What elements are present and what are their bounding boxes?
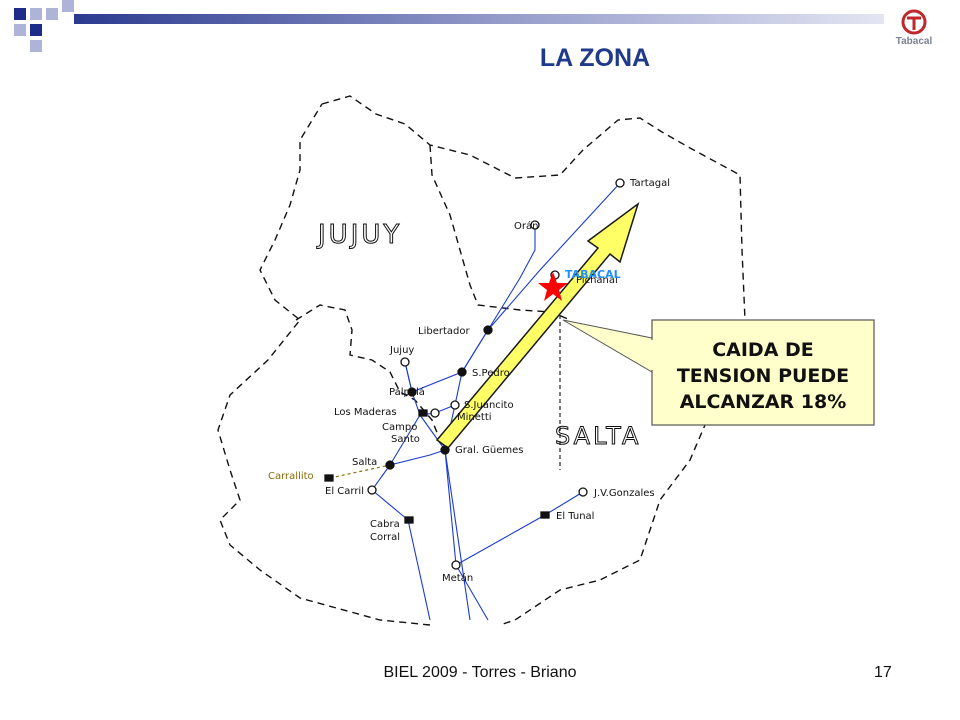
node-tartagal xyxy=(615,178,625,188)
slide-number: 17 xyxy=(874,664,892,681)
jujuy-salta-border xyxy=(295,144,571,441)
line-salta-south xyxy=(371,449,446,621)
tabacal-star-icon xyxy=(538,272,568,301)
town-label-palpala: Palpalá xyxy=(389,386,425,398)
province-borders xyxy=(217,95,746,626)
town-label-santo: Santo xyxy=(391,434,420,445)
callout-line-1: CAIDA DE xyxy=(712,339,814,361)
node-losmaderas xyxy=(418,409,428,417)
slide-footer: BIEL 2009 - Torres - Briano xyxy=(383,664,577,681)
node-salta xyxy=(385,460,395,470)
node-minetti xyxy=(430,408,440,418)
town-label-jvgonzales: J.V.Gonzales xyxy=(593,488,655,499)
node-elcarril xyxy=(367,485,377,495)
voltage-drop-callout: CAIDA DE TENSION PUEDE ALCANZAR 18% xyxy=(562,319,875,426)
corner-decoration xyxy=(14,0,884,52)
node-jujuy xyxy=(400,357,410,367)
node-oran xyxy=(530,220,540,230)
node-spedro xyxy=(457,367,467,377)
node-carrallito xyxy=(324,474,334,482)
town-label-eltunal: El Tunal xyxy=(556,511,594,522)
callout-line-3: ALCANZAR 18% xyxy=(680,391,847,413)
town-label-metan: Metán xyxy=(442,572,473,584)
line-campo-guemes xyxy=(419,414,446,451)
town-label-guemes: Gral. Güemes xyxy=(455,445,523,456)
logo-text: Tabacal xyxy=(895,36,933,47)
line-oran-libertador xyxy=(487,225,536,331)
town-label-losmaderas: Los Maderas xyxy=(334,407,397,418)
town-label-salta: Salta xyxy=(352,457,377,468)
town-label-carrallito: Carrallito xyxy=(268,471,314,482)
transmission-lines xyxy=(371,182,621,621)
town-label-corral: Corral xyxy=(370,532,400,543)
province-label-jujuy: JUJUY xyxy=(316,220,402,250)
province-label-salta: SALTA xyxy=(555,422,641,450)
line-guemes-south-b xyxy=(444,449,471,621)
town-label-minetti: Minetti xyxy=(457,412,492,423)
line-libertador-jujuy xyxy=(404,329,489,393)
town-label-jujuy: Jujuy xyxy=(389,345,414,356)
town-label-spedro: S.Pedro xyxy=(472,368,510,379)
town-label-elcarril: El Carril xyxy=(325,486,364,497)
town-label-cabra: Cabra xyxy=(370,519,400,530)
node-sjuancito xyxy=(450,400,460,410)
line-metan-jvg xyxy=(455,491,584,566)
callout-line-2: TENSION PUEDE xyxy=(677,365,849,387)
carrallito-line xyxy=(329,464,391,479)
town-label-libertador: Libertador xyxy=(418,326,470,337)
node-cabracorral xyxy=(404,516,414,524)
region-map: JUJUY SALTA Tartagal Orán Pichanal Liber… xyxy=(217,95,875,626)
logo-mark-icon xyxy=(901,9,927,35)
town-label-sjuancito: S.Juancito xyxy=(464,400,514,411)
voltage-drop-arrow xyxy=(435,202,640,450)
outer-border xyxy=(217,95,746,626)
callout-pointer xyxy=(562,319,653,373)
node-jvgonzales xyxy=(578,487,588,497)
town-label-tartagal: Tartagal xyxy=(629,178,670,189)
tabacal-logo: Tabacal xyxy=(884,8,944,52)
node-palpala xyxy=(407,387,417,397)
slide-title: LA ZONA xyxy=(539,44,651,72)
node-metan xyxy=(451,560,461,570)
town-label-oran: Orán xyxy=(514,220,538,232)
town-label-pichanal: Pichanal xyxy=(576,275,618,286)
tabacal-label: TABACAL xyxy=(565,268,621,281)
node-libertador xyxy=(483,325,493,335)
town-label-campo: Campo xyxy=(382,422,417,433)
line-salta-north xyxy=(389,414,421,466)
node-guemes xyxy=(440,445,450,455)
node-eltunal xyxy=(540,511,550,519)
